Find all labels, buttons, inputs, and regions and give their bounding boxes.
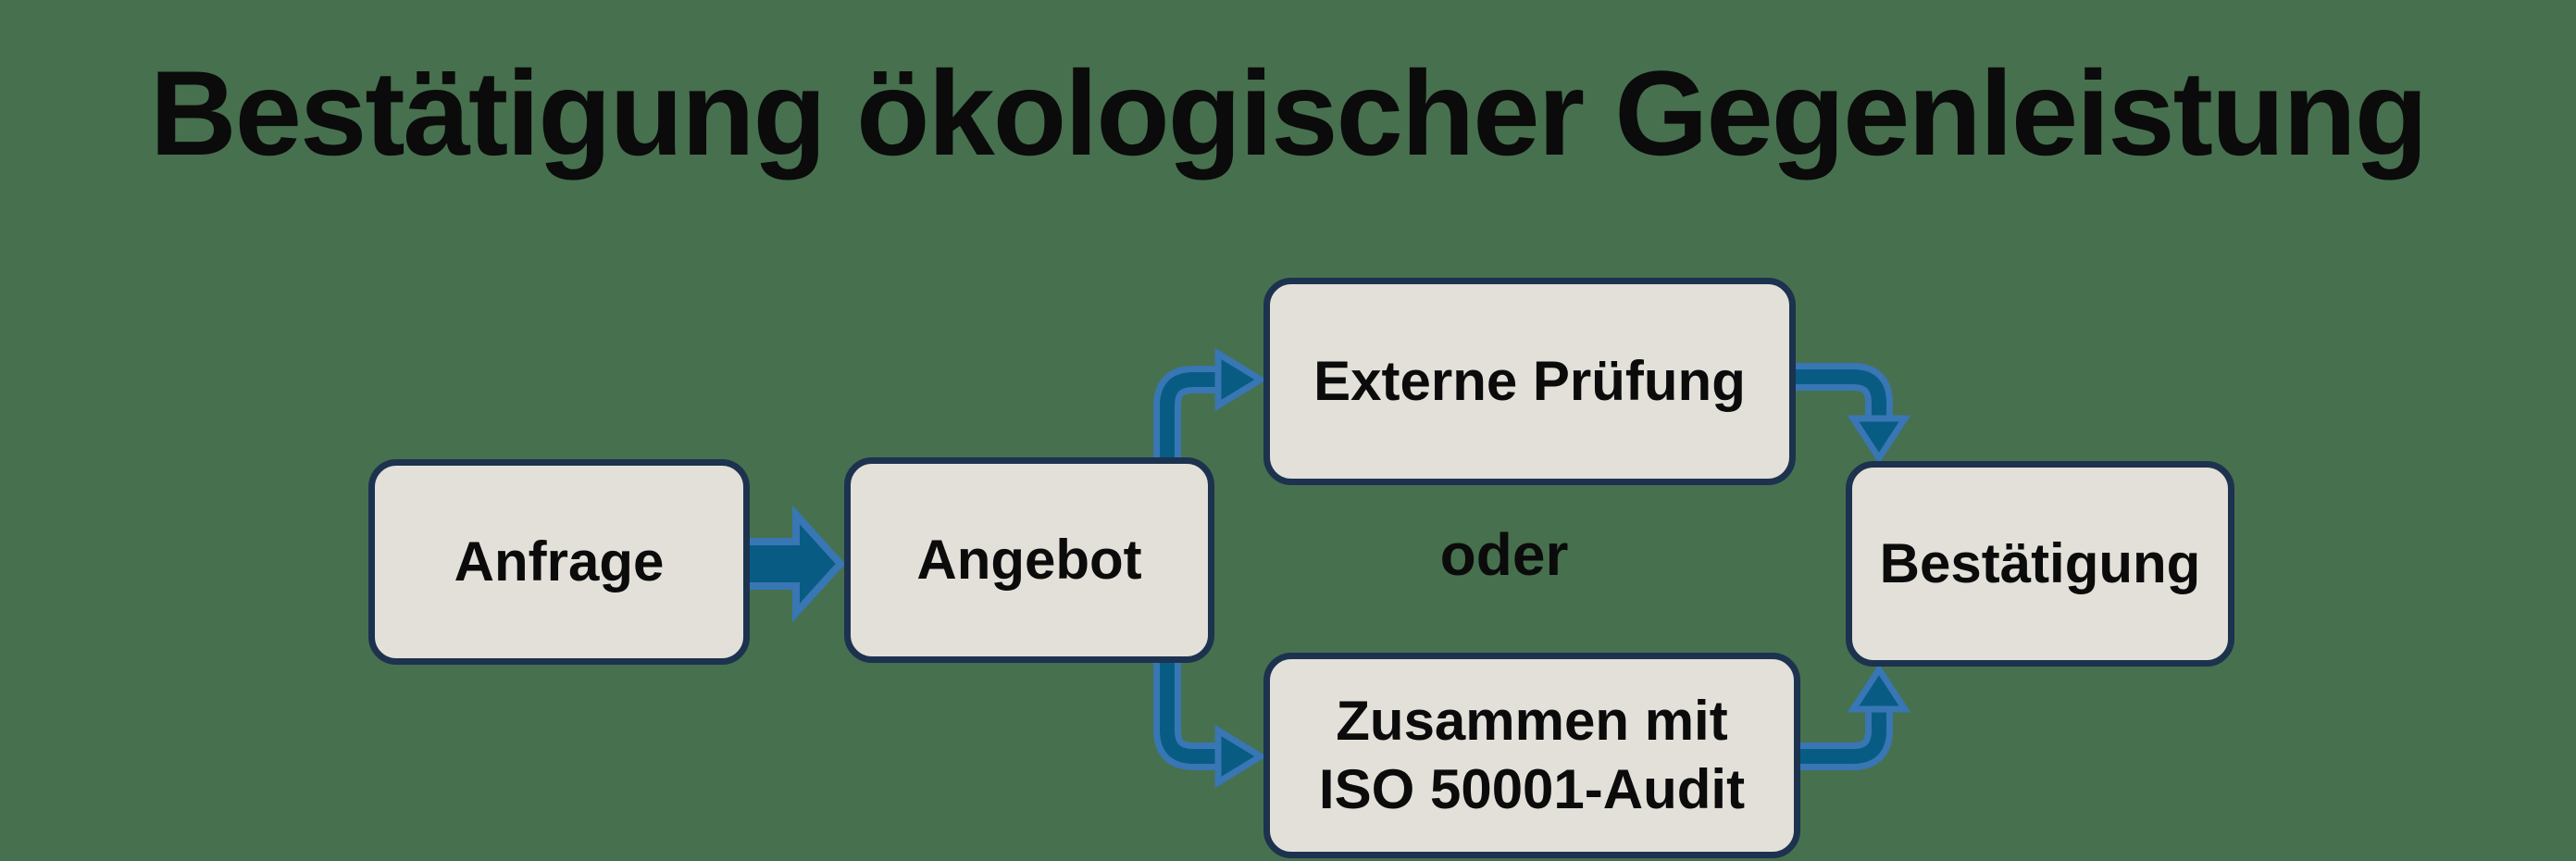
node-externe-pruefung: Externe Prüfung xyxy=(1263,278,1796,485)
node-angebot-label: Angebot xyxy=(916,529,1142,591)
page-title: Bestätigung ökologischer Gegenleistung xyxy=(149,45,2428,181)
node-bestaetigung-label: Bestätigung xyxy=(1879,532,2201,594)
node-iso-audit-line1: Zusammen mit xyxy=(1336,690,1728,752)
arrow-anfrage-to-angebot xyxy=(742,505,846,623)
node-bestaetigung: Bestätigung xyxy=(1846,461,2234,667)
arrow-iso-audit-to-bestaetigung xyxy=(1797,663,1911,770)
node-anfrage: Anfrage xyxy=(368,459,750,665)
node-angebot: Angebot xyxy=(844,457,1214,663)
arrow-externe-pruefung-to-bestaetigung xyxy=(1792,363,1911,465)
node-iso-audit-label: Zusammen mit ISO 50001-Audit xyxy=(1319,687,1745,824)
connector-word-oder: oder xyxy=(1439,521,1569,588)
arrow-angebot-to-externe-pruefung xyxy=(1153,347,1267,465)
arrow-angebot-to-iso-audit xyxy=(1153,659,1267,789)
node-iso-audit-line2: ISO 50001-Audit xyxy=(1318,758,1746,820)
node-anfrage-label: Anfrage xyxy=(454,530,665,593)
node-iso-audit: Zusammen mit ISO 50001-Audit xyxy=(1263,653,1800,858)
node-externe-pruefung-label: Externe Prüfung xyxy=(1313,350,1746,412)
